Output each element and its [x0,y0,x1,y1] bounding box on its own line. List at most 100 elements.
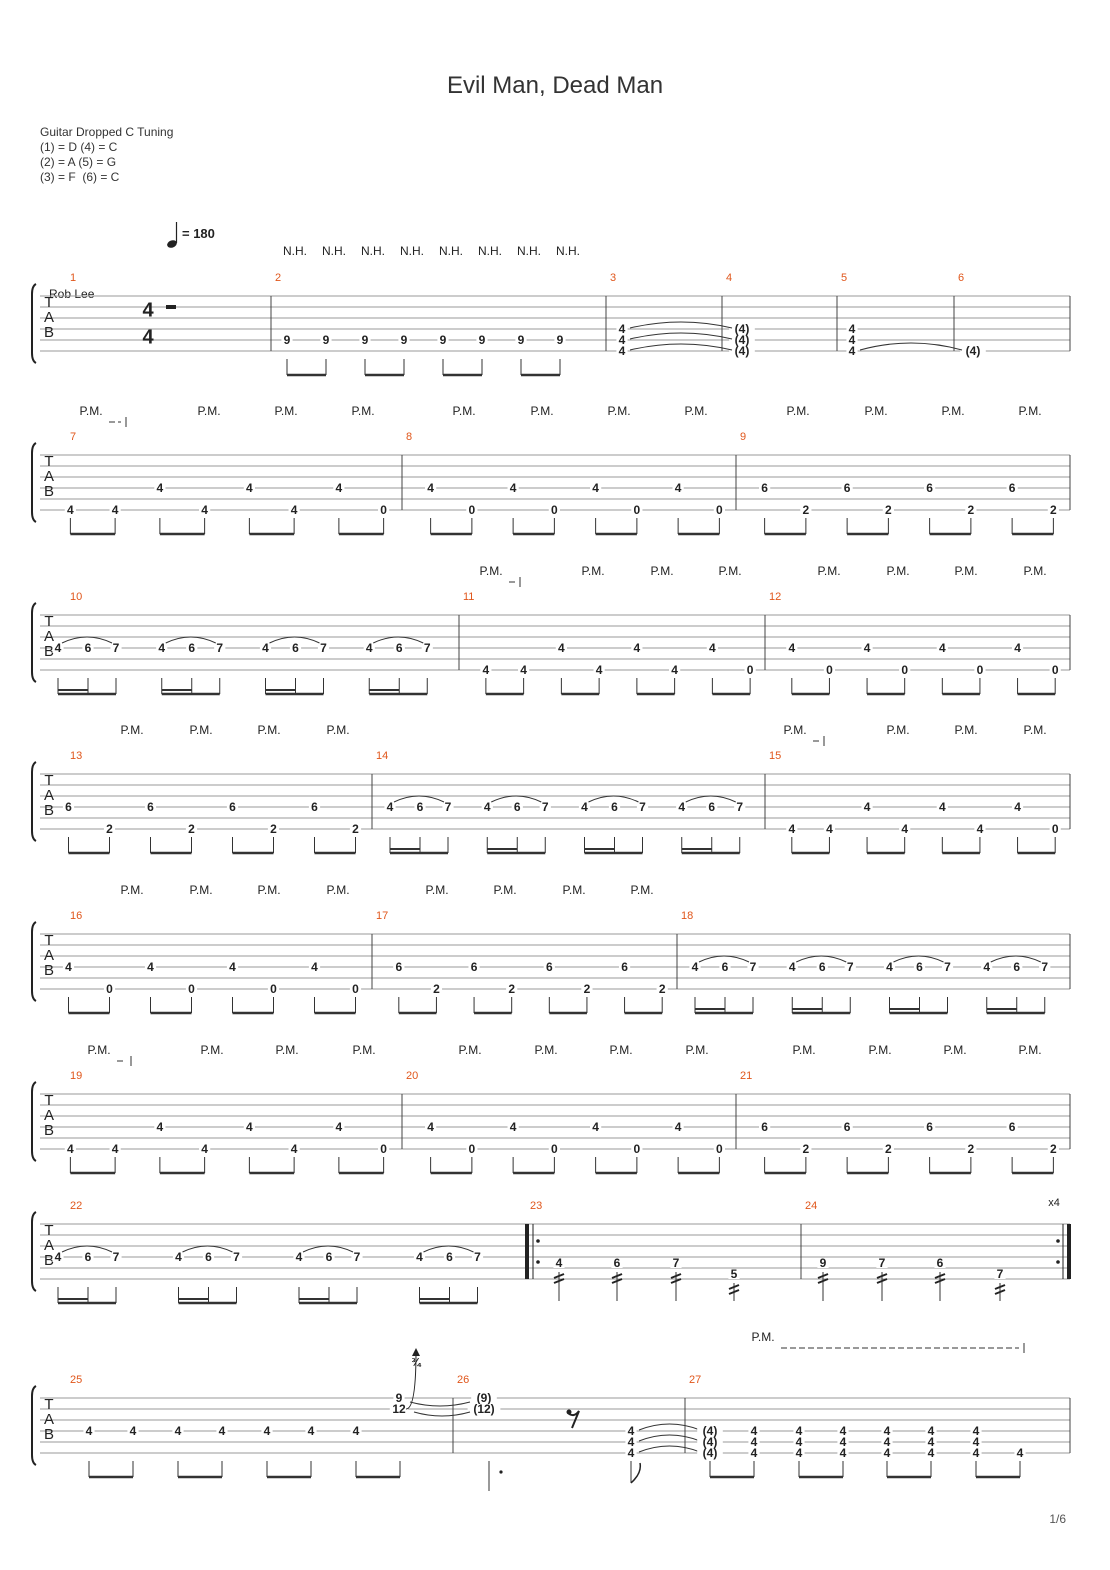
fret-number: 6 [229,800,236,814]
tab-clef-letter: T [44,1396,53,1413]
repeat-count: x4 [1048,1197,1060,1209]
fret-mask [466,505,478,515]
measure-number: 2 [275,272,281,284]
fret-mask [323,1252,335,1262]
grace-note-flag [630,1462,642,1484]
fret-number: 0 [716,503,723,517]
palm-mute-label: P.M. [630,883,653,897]
tie-arc [373,636,424,644]
fret-number: 4 [789,960,796,974]
fret-number: 6 [446,1250,453,1264]
fret-mask [1049,824,1061,834]
fret-mask [981,962,993,972]
fret-number: 4 [840,1446,847,1460]
tab-clef-letter: B [44,1426,54,1443]
fret-number: 4 [939,800,946,814]
fret-number: 6 [396,641,403,655]
fret-mask [925,1437,937,1447]
fret-mask [518,665,530,675]
fret-mask [625,1437,637,1447]
fret-number: 6 [395,960,402,974]
fret-number: 2 [968,503,975,517]
palm-mute-label: P.M. [864,404,887,418]
fret-number: 5 [731,1267,738,1281]
fret-number: 9 [396,1391,403,1405]
fret-number: 4 [709,641,716,655]
fret-mask [965,1144,977,1154]
tie-arc [638,1445,701,1453]
fret-number: 4 [67,1142,74,1156]
fret-number: 6 [614,1256,621,1270]
fret-number: 4 [628,1446,635,1460]
palm-mute-label: P.M. [326,883,349,897]
fret-mask [924,483,936,493]
fret-mask [476,335,488,345]
fret-mask [466,1144,478,1154]
palm-mute-label: P.M. [817,564,840,578]
fret-number: 6 [205,1250,212,1264]
fret-mask [899,824,911,834]
palm-mute-label: P.M. [954,723,977,737]
fret-number: 0 [380,1142,387,1156]
fret-number: 4 [840,1435,847,1449]
palm-mute-label: P.M. [479,564,502,578]
fret-number: 4 [264,1424,271,1438]
natural-harmonic-label: N.H. [322,244,346,258]
fret-number: 2 [433,982,440,996]
fret-number: 6 [65,800,72,814]
fret-number: (4) [966,344,981,358]
fret-mask [748,1437,760,1447]
fret-mask [631,1144,643,1154]
natural-harmonic-label: N.H. [478,244,502,258]
fret-number: 4 [849,344,856,358]
fret-number: 2 [106,822,113,836]
fret-number: 4 [592,1120,599,1134]
fret-mask [748,1448,760,1458]
fret-number: 9 [284,333,291,347]
tuning-line: (2) = A (5) = G [40,155,117,169]
fret-mask [713,1144,725,1154]
fret-mask [185,984,198,994]
palm-mute-label: P.M. [943,1043,966,1057]
fret-number: 4 [308,1424,315,1438]
fret-mask [817,1258,829,1268]
palm-mute-label: P.M. [530,404,553,418]
fret-number: 4 [130,1424,137,1438]
fret-number: 4 [864,641,871,655]
fret-number: 4 [596,663,603,677]
fret-number: 7 [113,1250,120,1264]
fret-mask [471,1393,497,1403]
fret-mask [144,802,157,812]
tremolo-slash [876,1278,888,1284]
fret-mask [793,1426,805,1436]
fret-mask [800,1144,812,1154]
fret-number: 4 [973,1424,980,1438]
measure-number: 6 [958,272,964,284]
fret-mask [578,802,591,812]
fret-number: 0 [106,982,113,996]
fret-mask [1014,1448,1026,1458]
palm-mute-label: P.M. [1018,1043,1041,1057]
fret-number: 6 [819,960,826,974]
fret-mask [351,1252,363,1262]
fret-number: 4 [678,800,685,814]
fret-number: 4 [840,1424,847,1438]
fret-number: 0 [901,663,908,677]
fret-mask [697,1448,723,1458]
fret-number: 0 [716,1142,723,1156]
fret-mask [593,665,605,675]
song-title: Evil Man, Dead Man [446,72,664,99]
palm-mute-label: P.M. [257,723,280,737]
measure-number: 7 [70,431,76,443]
tremolo-slash [728,1284,740,1290]
fret-number: 4 [556,1256,563,1270]
tie-arc [629,332,733,340]
whole-rest [166,305,176,309]
fret-number: 9 [479,333,486,347]
fret-number: 4 [112,503,119,517]
fret-number: 0 [826,663,833,677]
quarter-note-icon [167,240,177,248]
palm-mute-label: P.M. [1023,723,1046,737]
measure-number: 20 [406,1070,418,1082]
natural-harmonic-label: N.H. [400,244,424,258]
